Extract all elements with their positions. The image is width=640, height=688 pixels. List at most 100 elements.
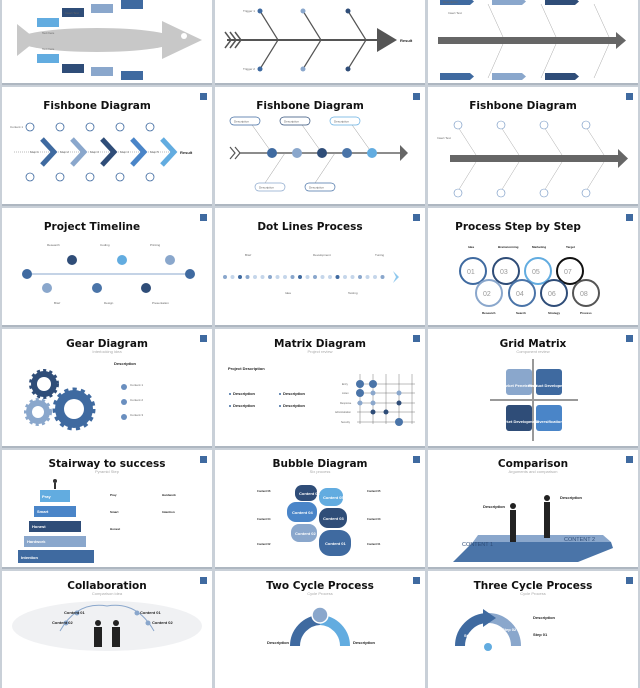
process-dot — [373, 275, 377, 279]
slide-bubble-diagram[interactable]: Bubble Diagram Six process Content 06 Co… — [215, 450, 425, 567]
slide-stairway[interactable]: Stairway to success Pyramid Step Pray Sm… — [2, 450, 212, 567]
slide-number-badge — [200, 93, 207, 100]
svg-text:Honest: Honest — [110, 527, 120, 531]
svg-text:Description: Description — [533, 615, 556, 620]
slide-number-badge — [626, 577, 633, 584]
slide-fishbone-description[interactable]: Fishbone Diagram Description Description… — [215, 87, 425, 204]
svg-text:Arguments and comparison: Arguments and comparison — [509, 469, 558, 474]
slide-comparison[interactable]: Comparison Arguments and comparison CONT… — [428, 450, 638, 567]
process-dot — [283, 275, 287, 279]
slide-collaboration[interactable]: Collaboration Comparison idea Content 01… — [2, 571, 212, 688]
svg-text:Design: Design — [104, 301, 114, 305]
svg-text:Step 4: Step 4 — [120, 150, 129, 154]
svg-text:08: 08 — [580, 291, 588, 298]
slide-fishbone-gray[interactable]: Insert Text Text here Text here — [2, 0, 212, 83]
slide-project-timeline[interactable]: Project Timeline Research Coding Printin… — [2, 208, 212, 325]
process-dot — [230, 275, 235, 279]
svg-text:Idea: Idea — [468, 245, 474, 249]
svg-text:Content 04: Content 04 — [257, 517, 271, 521]
svg-text:Step 01: Step 01 — [533, 632, 548, 637]
slide-two-cycle-process[interactable]: Two Cycle Process Cycle Process Descript… — [215, 571, 425, 688]
process-dot — [275, 275, 280, 279]
process-dot — [290, 275, 295, 279]
svg-text:Matrix Diagram: Matrix Diagram — [274, 338, 366, 350]
slide-number-badge — [200, 577, 207, 584]
svg-text:Target: Target — [566, 245, 575, 249]
svg-text:Fishbone Diagram: Fishbone Diagram — [43, 100, 151, 112]
svg-text:CONTENT 1: CONTENT 1 — [462, 542, 493, 548]
slide-grid-matrix[interactable]: Grid Matrix Component review Market Pene… — [428, 329, 638, 446]
slide-trigger-fishbone[interactable]: Result Trigger 1 Trigger 2 — [215, 0, 425, 83]
process-dot — [223, 275, 227, 279]
slide-number-badge — [413, 93, 420, 100]
svg-text:Description: Description — [283, 391, 306, 396]
svg-text:01: 01 — [467, 269, 475, 276]
svg-text:Step 2: Step 2 — [60, 150, 69, 154]
svg-text:Component review: Component review — [516, 349, 549, 354]
svg-text:Result: Result — [400, 38, 413, 43]
process-dot — [350, 275, 355, 279]
svg-text:Brief: Brief — [54, 301, 60, 305]
svg-text:Description: Description — [114, 361, 137, 366]
svg-text:Content 06: Content 06 — [257, 489, 271, 493]
svg-text:Research: Research — [47, 243, 60, 247]
svg-text:Content 3: Content 3 — [130, 413, 143, 417]
svg-text:Process Step by Step: Process Step by Step — [455, 221, 581, 233]
slide-fishbone-content[interactable]: Fishbone Diagram Insert Text Insert Text — [428, 87, 638, 204]
slide-chevron-fishbone[interactable]: Description Insert Text — [428, 0, 638, 83]
svg-text:Research: Research — [482, 311, 496, 315]
svg-text:Insert Text: Insert Text — [65, 11, 79, 15]
svg-text:Step 02: Step 02 — [502, 627, 517, 632]
svg-text:Insert Text: Insert Text — [437, 136, 451, 140]
svg-text:Trigger 1: Trigger 1 — [243, 9, 255, 13]
svg-text:Step 5: Step 5 — [150, 150, 159, 154]
svg-text:Step 1: Step 1 — [30, 150, 39, 154]
process-dot — [260, 275, 265, 279]
svg-text:Description: Description — [483, 504, 506, 509]
svg-text:Hardwork: Hardwork — [162, 493, 176, 497]
svg-text:Printing: Printing — [150, 243, 161, 247]
slide-number-badge — [626, 214, 633, 221]
slide-gear-diagram[interactable]: Gear Diagram Interlocking idea Descripti… — [2, 329, 212, 446]
svg-text:Content 02: Content 02 — [52, 620, 73, 625]
slide-number-badge — [413, 456, 420, 463]
svg-text:06: 06 — [548, 291, 556, 298]
svg-text:Content 05: Content 05 — [323, 495, 344, 500]
svg-text:Project Timeline: Project Timeline — [44, 221, 140, 233]
process-dot — [245, 275, 250, 279]
process-dot — [335, 275, 340, 279]
svg-text:Description: Description — [234, 120, 249, 124]
svg-text:Interlocking idea: Interlocking idea — [92, 349, 122, 354]
svg-text:Smart: Smart — [110, 510, 119, 514]
slide-three-cycle-process[interactable]: Three Cycle Process Cycle Process Step 0… — [428, 571, 638, 688]
svg-text:07: 07 — [564, 269, 572, 276]
process-dot — [253, 275, 257, 279]
slide-number-badge — [626, 456, 633, 463]
svg-text:Description: Description — [560, 495, 583, 500]
svg-text:04: 04 — [516, 291, 524, 298]
svg-text:Idea: Idea — [285, 291, 291, 295]
svg-text:Content 01: Content 01 — [140, 610, 161, 615]
svg-text:Text here: Text here — [42, 31, 55, 35]
process-dot — [328, 275, 332, 279]
svg-text:Gear Diagram: Gear Diagram — [66, 338, 148, 350]
slide-dot-lines-process[interactable]: Dot Lines Process Brief Development Tuni… — [215, 208, 425, 325]
process-dot — [380, 275, 385, 279]
svg-text:Brief: Brief — [245, 253, 251, 257]
svg-text:Market Development: Market Development — [499, 419, 539, 424]
svg-text:Intention: Intention — [21, 555, 38, 560]
slide-matrix-diagram[interactable]: Matrix Diagram Project review Project De… — [215, 329, 425, 446]
svg-text:Content 01: Content 01 — [325, 541, 346, 546]
svg-text:Description: Description — [233, 403, 256, 408]
svg-text:Comparison: Comparison — [498, 458, 568, 470]
process-dot — [358, 275, 362, 279]
slide-fishbone-steps[interactable]: Fishbone Diagram Step 1 Step 2 Step 3 St… — [2, 87, 212, 204]
svg-text:Pray: Pray — [42, 494, 51, 499]
svg-text:Insert Text: Insert Text — [596, 157, 610, 161]
svg-text:Description: Description — [309, 186, 324, 190]
svg-text:Market Penetration: Market Penetration — [501, 383, 538, 388]
svg-text:Entry: Entry — [342, 383, 349, 386]
fish-body — [17, 28, 177, 52]
svg-text:Security: Security — [341, 421, 351, 424]
